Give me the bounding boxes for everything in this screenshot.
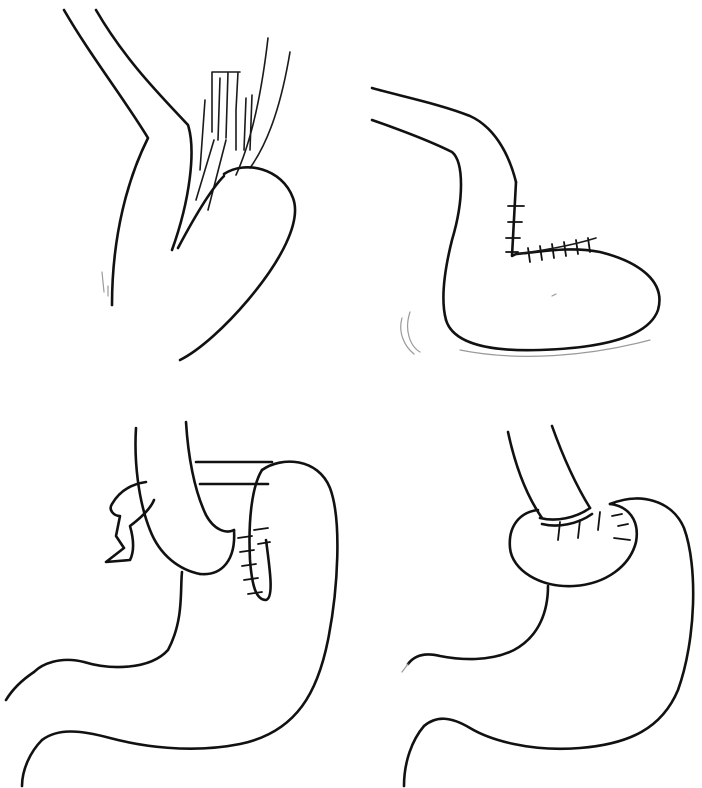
duodenum-tail [6,672,42,786]
esophagus-right-wall [186,422,234,531]
panel-top-right [372,88,659,356]
esophagus-left-wall [508,432,542,518]
panel-top-left [64,10,295,360]
stomach-lesser-curve [408,586,548,664]
sketch-mark [102,272,108,296]
esophagus-bottom-curve [200,530,234,574]
panel-bottom-right [402,426,693,786]
pouch-mark [552,294,556,296]
stomach-lesser-curve [34,572,182,672]
long-vessel [236,38,290,175]
wrap-sutures [558,512,630,540]
pouch-inner-seam [512,182,516,256]
sketch-mark [402,664,408,672]
esophagus-right-wall [552,426,590,508]
esophagus-top-wall [372,88,516,182]
vessel-strands [196,72,252,210]
duodenum-tail [404,726,424,786]
suture-line-base [516,238,596,254]
stomach-inner-fold [250,470,271,600]
esophagus-collar [540,508,592,526]
pouch-outline [446,249,659,350]
stomach-greater-curve [42,462,337,749]
esophagus-bottom-wall [372,120,461,320]
panel-bottom-left [6,422,337,786]
fundus-inner-edge [178,176,224,248]
esophagus-left-wall [64,10,148,305]
esophagus-left-wall [136,428,200,574]
